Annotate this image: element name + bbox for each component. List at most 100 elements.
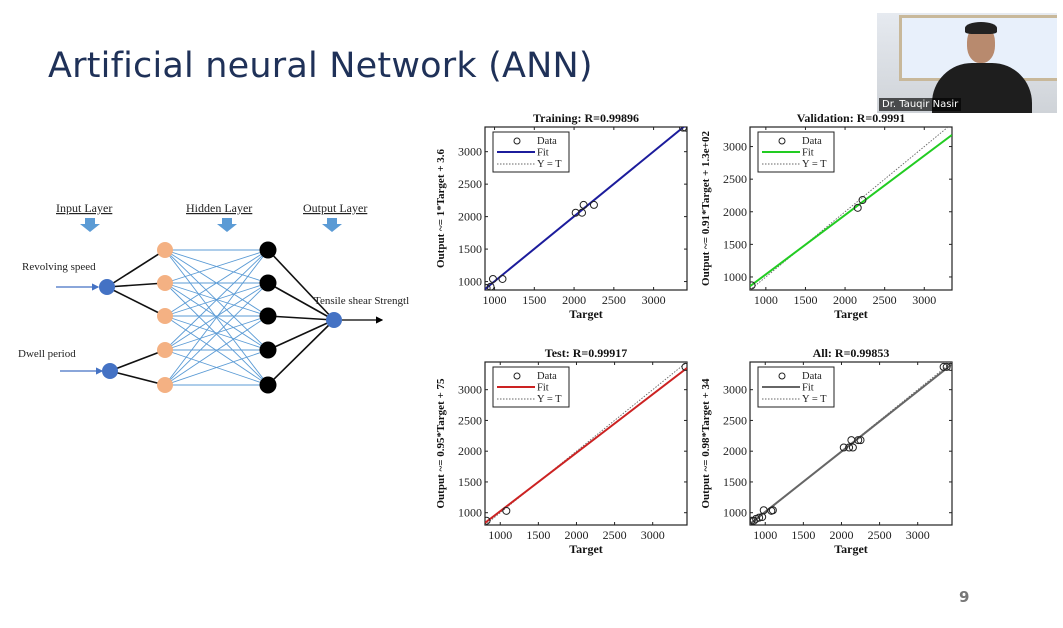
connection xyxy=(164,249,269,317)
hidden-layer-label: Hidden Layer xyxy=(186,201,252,215)
x-tick-label: 2000 xyxy=(833,293,857,307)
legend-label: Y = T xyxy=(802,394,827,405)
data-point xyxy=(858,196,867,205)
hidden-node xyxy=(157,308,173,324)
x-tick-label: 2000 xyxy=(564,528,588,542)
input-label-dwell-period: Dwell period xyxy=(18,348,76,360)
data-point xyxy=(853,203,862,212)
data-point xyxy=(579,200,588,209)
x-tick-label: 1000 xyxy=(483,293,507,307)
connection xyxy=(109,349,166,372)
connection xyxy=(267,319,335,386)
input-label-revolving-speed: Revolving speed xyxy=(22,261,96,273)
legend-label: Fit xyxy=(802,148,814,159)
x-tick-label: 2500 xyxy=(603,528,627,542)
data-point xyxy=(845,443,854,452)
data-point xyxy=(946,362,952,371)
connection xyxy=(164,282,269,351)
x-tick-label: 2500 xyxy=(868,528,892,542)
x-tick-label: 1000 xyxy=(753,528,777,542)
x-tick-label: 2000 xyxy=(562,293,586,307)
connection xyxy=(106,249,166,288)
legend-label: Data xyxy=(802,136,822,147)
data-point xyxy=(848,443,857,452)
x-tick-label: 1000 xyxy=(488,528,512,542)
y-tick-label: 1000 xyxy=(723,506,747,520)
chart-title: Validation: R=0.9991 xyxy=(797,111,905,125)
data-point xyxy=(942,362,951,371)
y-tick-label: 3000 xyxy=(458,383,482,397)
data-point xyxy=(578,208,587,217)
y-tick-label: 2500 xyxy=(458,177,482,191)
data-point xyxy=(750,516,756,525)
page-number: 9 xyxy=(959,588,970,606)
legend-data-marker xyxy=(513,137,521,145)
data-point xyxy=(486,282,495,290)
down-arrow-icon xyxy=(217,218,237,232)
chart-title: Training: R=0.99896 xyxy=(533,111,639,125)
x-tick-label: 3000 xyxy=(912,293,936,307)
x-tick-label: 1500 xyxy=(522,293,546,307)
hidden-node xyxy=(157,342,173,358)
connection xyxy=(267,249,335,321)
x-tick-label: 2000 xyxy=(829,528,853,542)
chart-title: All: R=0.99853 xyxy=(813,346,890,360)
data-point xyxy=(498,274,507,283)
chart-title: Test: R=0.99917 xyxy=(545,346,627,360)
connection xyxy=(267,282,335,321)
y-tick-label: 3000 xyxy=(458,145,482,159)
fit-line xyxy=(485,127,686,290)
y-tick-label: 2000 xyxy=(723,205,747,219)
data-point xyxy=(589,200,598,209)
connection xyxy=(267,319,335,351)
x-tick-label: 1500 xyxy=(793,293,817,307)
x-tick-label: 2500 xyxy=(602,293,626,307)
legend-label: Y = T xyxy=(802,159,827,170)
connection xyxy=(164,349,269,386)
legend-label: Y = T xyxy=(537,394,562,405)
x-tick-label: 3000 xyxy=(641,528,665,542)
y-tick-label: 1500 xyxy=(723,237,747,251)
x-axis-label: Target xyxy=(834,542,868,556)
x-tick-label: 1500 xyxy=(526,528,550,542)
hidden-node xyxy=(259,376,277,394)
x-axis-label: Target xyxy=(569,542,603,556)
y-tick-label: 3000 xyxy=(723,383,747,397)
y-tick-label: 2500 xyxy=(723,413,747,427)
input-node xyxy=(99,279,115,295)
x-axis-label: Target xyxy=(569,307,603,321)
connection xyxy=(106,286,166,317)
y-axis-label: Output ~= 0.95*Target + 75 xyxy=(435,378,447,508)
y-tick-label: 1000 xyxy=(458,275,482,289)
connection xyxy=(267,315,335,321)
connection xyxy=(164,249,269,351)
hidden-node xyxy=(259,241,277,259)
presenter-name: Dr. Tauqir Nasir xyxy=(879,98,962,111)
connection xyxy=(106,282,166,288)
data-point xyxy=(854,436,863,445)
x-axis-label: Target xyxy=(834,307,868,321)
y-tick-label: 3000 xyxy=(723,140,747,154)
layer-arrows xyxy=(80,218,342,232)
data-point xyxy=(768,506,777,515)
presenter-hair xyxy=(965,22,997,34)
input-layer-label: Input Layer xyxy=(56,201,112,215)
data-point xyxy=(485,516,491,525)
y-tick-label: 1000 xyxy=(458,506,482,520)
y-tick-label: 2500 xyxy=(458,413,482,427)
hidden-node xyxy=(259,274,277,292)
webcam-video[interactable]: Dr. Tauqir Nasir xyxy=(877,13,1057,113)
y-axis-label: Output ~= 1*Target + 3.6 xyxy=(435,149,447,268)
hidden-node xyxy=(157,275,173,291)
y-tick-label: 1500 xyxy=(723,475,747,489)
input-node xyxy=(102,363,118,379)
y-tick-label: 2000 xyxy=(723,444,747,458)
data-point xyxy=(839,443,848,452)
data-point xyxy=(679,127,687,132)
connection xyxy=(164,249,269,386)
connection xyxy=(164,315,269,351)
